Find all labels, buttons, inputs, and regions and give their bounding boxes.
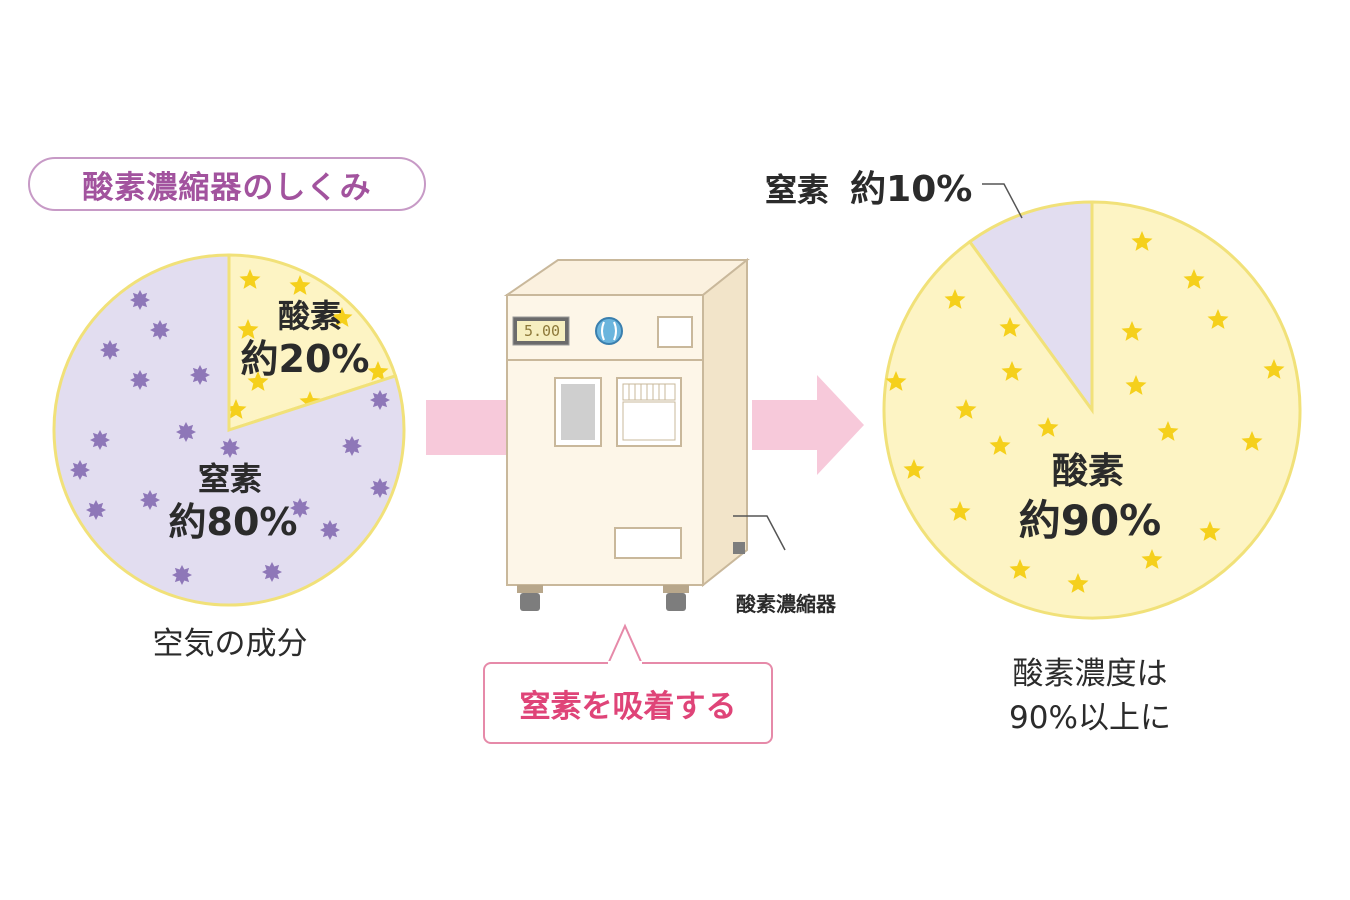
star-icon [1037, 417, 1059, 437]
right-nitrogen-slice-group [967, 200, 1094, 415]
burst-icon [100, 340, 120, 360]
left-nitrogen-slice [52, 253, 406, 607]
burst-icon [86, 500, 106, 520]
title-pill: 酸素濃縮器のしくみ [28, 157, 426, 211]
right-nitrogen-leader-line [982, 183, 1023, 219]
burst-icon [342, 436, 362, 456]
burst-icon [130, 370, 150, 390]
burst-icon [176, 422, 196, 442]
right-oxygen-slice [882, 200, 1302, 620]
burst-icon [370, 390, 390, 410]
star-icon [289, 275, 311, 295]
star-icon [1125, 375, 1147, 395]
left-oxygen-value: 約20% [240, 337, 370, 381]
left-oxygen-label: 酸素 [277, 297, 342, 335]
right-nitrogen-label-row: 窒素 約10% [765, 168, 995, 211]
right-caption-line1: 酸素濃度は [1012, 656, 1168, 692]
right-nitrogen-slice [967, 200, 1094, 415]
star-icon [1001, 361, 1023, 381]
burst-icon [150, 320, 170, 340]
star-icon [237, 319, 259, 339]
burst-icon [70, 460, 90, 480]
star-icon [331, 307, 353, 327]
star-icon [1263, 359, 1285, 379]
star-icon [1183, 269, 1205, 289]
left-oxygen-slice-group [225, 253, 398, 433]
left-nitrogen-slice-group [52, 253, 406, 607]
star-icon [903, 459, 925, 479]
arrow-right-icon [752, 375, 864, 475]
right-nitrogen-value: 約10% [850, 169, 973, 210]
burst-icon [90, 430, 110, 450]
star-icon [989, 435, 1011, 455]
star-icon [1131, 231, 1153, 251]
burst-icon [370, 478, 390, 498]
star-icon [225, 399, 247, 419]
star-icon [1009, 559, 1031, 579]
star-icon [1141, 549, 1163, 569]
burst-icon [262, 562, 282, 582]
callout-pointer-mask [608, 661, 642, 667]
burst-icon [130, 290, 150, 310]
right-oxygen-label: 酸素 [1051, 451, 1124, 492]
star-icon [955, 399, 977, 419]
star-icon [885, 371, 907, 391]
burst-icon [140, 490, 160, 510]
star-icon [944, 289, 966, 309]
star-icon [247, 371, 269, 391]
arrow-left-icon [426, 400, 506, 455]
left-oxygen-slice [227, 253, 398, 433]
burst-icon [290, 498, 310, 518]
left-nitrogen-value: 約80% [168, 500, 298, 544]
right-caption-line2: 90%以上に [1009, 700, 1171, 736]
star-icon [949, 501, 971, 521]
star-icon [1121, 321, 1143, 341]
star-icon [1207, 309, 1229, 329]
star-icon [367, 361, 389, 381]
star-icon [1067, 573, 1089, 593]
device-display-value: 5.00 [523, 322, 561, 340]
star-icon [999, 317, 1021, 337]
right-nitrogen-label: 窒素 [765, 171, 830, 209]
oxygen-concentrator-illustration [503, 257, 786, 611]
burst-icon [220, 438, 240, 458]
left-nitrogen-label: 窒素 [197, 460, 262, 498]
right-oxygen-slice-group [882, 200, 1302, 620]
right-oxygen-value: 約90% [1018, 496, 1162, 545]
burst-icon [320, 520, 340, 540]
burst-icon [172, 565, 192, 585]
star-icon [239, 269, 261, 289]
star-icon [1241, 431, 1263, 451]
device-label: 酸素濃縮器 [736, 592, 836, 616]
star-icon [1199, 521, 1221, 541]
left-caption: 空気の成分 [152, 626, 308, 662]
burst-icon [190, 365, 210, 385]
star-icon [1157, 421, 1179, 441]
